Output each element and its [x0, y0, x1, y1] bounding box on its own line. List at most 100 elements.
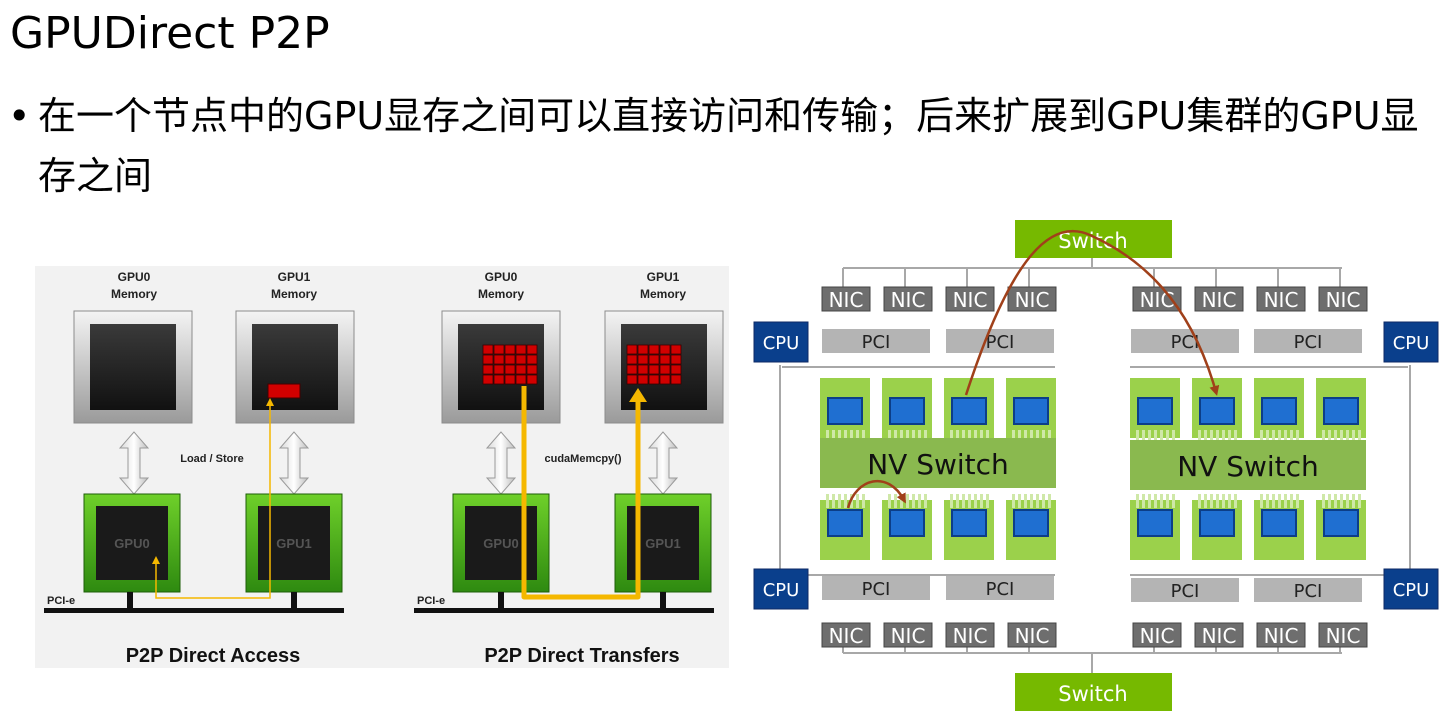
pcie-slot	[660, 592, 666, 609]
nvlink-lane	[918, 430, 921, 444]
nvlink-lane	[1048, 494, 1051, 508]
nvlink-lane	[1334, 430, 1337, 444]
nic-bottom	[945, 622, 995, 648]
nic-label: NIC	[1015, 288, 1050, 312]
nvlink-lane	[980, 494, 983, 508]
memory-data-cell	[670, 374, 682, 385]
pci-label: PCI	[1171, 581, 1200, 602]
memory-data-cell	[626, 364, 638, 375]
nvlink-lane	[1172, 430, 1175, 444]
memory-data-cell	[482, 374, 494, 385]
pci-label: PCI	[986, 579, 1015, 600]
nvlink-lane	[826, 430, 829, 444]
nvlink-lane	[1334, 494, 1337, 508]
nvlink-lane	[1260, 430, 1263, 444]
cpu-label: CPU	[763, 333, 800, 354]
nvlink-lane	[1352, 430, 1355, 444]
cpu-label: CPU	[1393, 580, 1430, 601]
bullet-point: • 在一个节点中的GPU显存之间可以直接访问和传输；后来扩展到GPU集群的GPU…	[8, 86, 1428, 206]
nvlink-lane	[862, 494, 865, 508]
memory-data-cell	[504, 374, 516, 385]
nvlink-lane	[1210, 494, 1213, 508]
load-store-path	[155, 402, 271, 599]
nvlink-lane	[1222, 430, 1225, 444]
memory-data-cell	[493, 354, 505, 365]
memory-data-cell	[482, 344, 494, 355]
nvlink-lane	[968, 494, 971, 508]
nvlink-lane	[956, 430, 959, 444]
pcie-bus	[44, 608, 344, 613]
nvswitch	[1130, 440, 1366, 490]
nvlink-lane	[1296, 430, 1299, 444]
nvlink-lane	[1234, 494, 1237, 508]
gpu-die	[1261, 397, 1297, 425]
gpu-die	[1137, 397, 1173, 425]
load-store-arrowhead	[266, 398, 274, 406]
nvlink-lane	[1234, 430, 1237, 444]
cpu-label: CPU	[1393, 333, 1430, 354]
nvlink-lane	[1012, 494, 1015, 508]
memory-data-cell	[493, 344, 505, 355]
nic-label: NIC	[1326, 288, 1361, 312]
nic-top	[1007, 286, 1057, 312]
nvlink-lane	[888, 430, 891, 444]
nvlink-lane	[1296, 494, 1299, 508]
nvlink-lane	[844, 494, 847, 508]
pci-switch	[822, 329, 930, 353]
nvlink-lane	[1148, 494, 1151, 508]
nvlink-lane	[1278, 494, 1281, 508]
nic-label: NIC	[1015, 624, 1050, 648]
nvlink-lane	[1284, 430, 1287, 444]
nic-label: NIC	[953, 624, 988, 648]
nvlink-lane	[1322, 430, 1325, 444]
switch-top	[1015, 220, 1172, 258]
nvlink-lane	[912, 494, 915, 508]
pci-switch	[1254, 578, 1362, 602]
nvlink-lane	[1216, 494, 1219, 508]
nvlink-lane	[1290, 430, 1293, 444]
direct-access-caption: P2P Direct Access	[126, 645, 301, 667]
nvlink-lane	[1328, 494, 1331, 508]
nvlink-lane	[832, 430, 835, 444]
direct-transfers-caption: P2P Direct Transfers	[484, 645, 679, 667]
gpu-die	[951, 397, 987, 425]
pcie-slot	[127, 592, 133, 609]
nvlink-lane	[918, 494, 921, 508]
pcie-bus	[414, 608, 714, 613]
nvlink-lane	[1018, 430, 1021, 444]
nvlink-lane	[1154, 430, 1157, 444]
pci-switch	[1131, 578, 1239, 602]
nvlink-lane	[962, 494, 965, 508]
memory-data-grid	[482, 344, 538, 385]
memory-data-cell	[670, 344, 682, 355]
nvlink-lane	[950, 494, 953, 508]
bullet-dot: •	[8, 94, 31, 138]
memory-data-cell	[659, 354, 671, 365]
nvlink-lane	[1024, 430, 1027, 444]
nvlink-lane	[1166, 494, 1169, 508]
nvlink-lane	[1352, 494, 1355, 508]
memory-data-cell	[637, 364, 649, 375]
nvlink-lane	[956, 494, 959, 508]
nvlink-lane	[1228, 494, 1231, 508]
memory-data-cell	[670, 354, 682, 365]
nvlink-lane	[894, 494, 897, 508]
memory-data-cell	[526, 344, 538, 355]
gpu1-label: GPU1	[276, 536, 311, 551]
nvlink-lane	[1228, 430, 1231, 444]
memory-data-cell	[515, 374, 527, 385]
slide-title: GPUDirect P2P	[10, 8, 330, 59]
nic-label: NIC	[1202, 624, 1237, 648]
memory-word-cell	[267, 383, 301, 399]
pci-label: PCI	[1294, 332, 1323, 353]
memory-data-cell	[526, 364, 538, 375]
pci-switch	[946, 329, 1054, 353]
nic-top	[1256, 286, 1306, 312]
memory-data-cell	[526, 374, 538, 385]
nic-label: NIC	[1264, 288, 1299, 312]
pcie-label: PCI-e	[47, 595, 75, 607]
memory-data-cell	[504, 354, 516, 365]
memory-data-cell	[659, 364, 671, 375]
gpu1-label: GPU1	[645, 536, 680, 551]
gpu0-label: GPU0	[114, 536, 149, 551]
